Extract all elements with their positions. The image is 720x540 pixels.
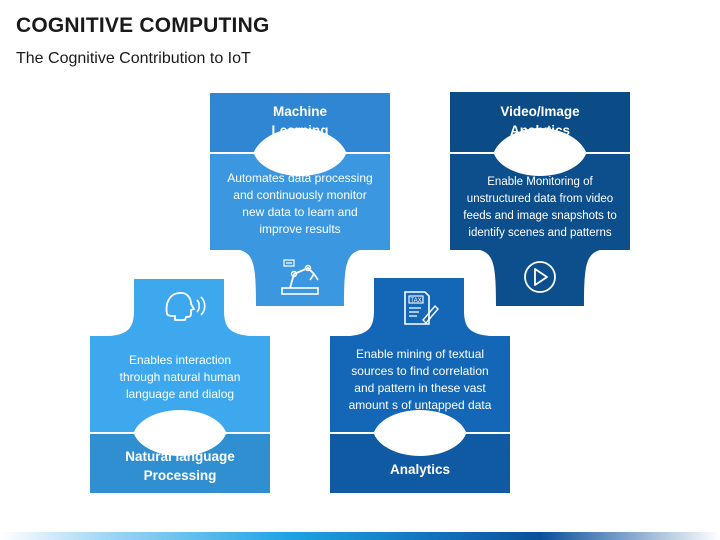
text-desc-line4: amount s of untapped data [348, 398, 492, 412]
machine-learning-card [210, 93, 390, 306]
machine-learning-desc-line3: new data to learn and [242, 205, 358, 219]
video-image-analytics-body-bg [450, 154, 630, 306]
text-analytics-body-bg [330, 278, 510, 432]
video-image-analytics-card [450, 92, 630, 306]
bottom-accent-bar [0, 532, 720, 540]
video-image-analytics-description: Enable Monitoring of unstructured data f… [450, 174, 630, 242]
speaking-head-icon [165, 292, 206, 321]
video-title-line2: Analytics [509, 123, 571, 138]
machine-learning-body-bg [210, 154, 390, 306]
natural-language-description: Enables interaction through natural huma… [90, 352, 270, 403]
natural-language-header-bg [90, 434, 270, 493]
natural-language-title: Natural language Processing [90, 447, 270, 485]
text-desc-line3: and pattern in these vast [354, 381, 486, 395]
robot-arm-icon [281, 259, 319, 295]
nlp-desc-line2: through natural human [119, 370, 241, 384]
text-analytics-title: Text Analytics [330, 441, 510, 479]
video-desc-line2: unstructured data from video [466, 193, 614, 205]
text-title-line2: Analytics [389, 462, 451, 477]
text-analytics-card: TAX [330, 278, 510, 493]
machine-learning-desc-line4: improve results [259, 222, 341, 236]
svg-text:TAX: TAX [410, 298, 421, 304]
page-title: COGNITIVE COMPUTING [16, 14, 270, 37]
text-desc-line1: Enable mining of textual [355, 347, 485, 361]
video-image-analytics-header-bg [450, 92, 630, 152]
machine-learning-desc-line2: and continuously monitor [233, 188, 367, 202]
natural-language-body-bg [90, 279, 270, 432]
text-analytics-header-bg [330, 434, 510, 493]
nlp-desc-line1: Enables interaction [128, 353, 232, 367]
text-analytics-description: Enable mining of textual sources to find… [330, 346, 510, 414]
text-desc-line2: sources to find correlation [351, 364, 489, 378]
machine-learning-title: Machine Learning [210, 102, 390, 140]
video-desc-line3: feeds and image snapshots to [463, 210, 617, 222]
video-image-analytics-title: Video/Image Analytics [450, 102, 630, 140]
machine-learning-title-line2: Learning [271, 123, 329, 138]
page-subtitle: The Cognitive Contribution to IoT [16, 50, 251, 67]
text-title-line1: Text [406, 443, 434, 458]
video-desc-line4: identify scenes and patterns [468, 227, 612, 239]
machine-learning-title-line1: Machine [272, 104, 327, 119]
video-title-line1: Video/Image [500, 104, 580, 119]
nlp-desc-line3: language and dialog [125, 387, 235, 401]
video-desc-line1: Enable Monitoring of [487, 176, 593, 188]
nlp-title-line1: Natural language [125, 449, 235, 464]
play-icon [524, 261, 556, 293]
machine-learning-header-bg [210, 93, 390, 152]
machine-learning-description: Automates data processing and continuous… [210, 170, 390, 238]
natural-language-card [90, 279, 270, 493]
tax-document-icon: TAX [404, 291, 439, 325]
machine-learning-desc-line1: Automates data processing [227, 171, 373, 185]
nlp-title-line2: Processing [143, 468, 217, 483]
